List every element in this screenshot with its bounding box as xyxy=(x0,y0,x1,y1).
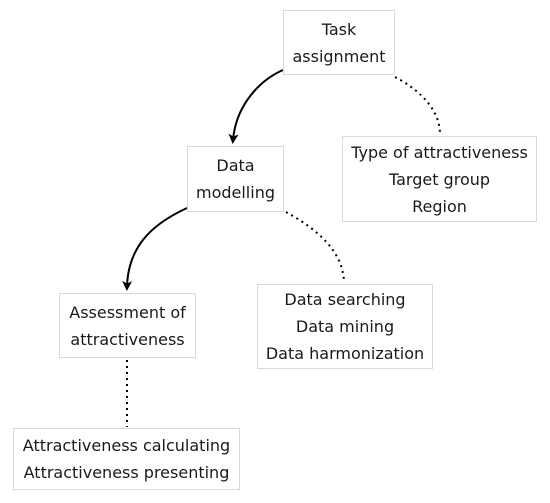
node-line: attractiveness xyxy=(70,329,185,349)
node-line: Target group xyxy=(388,169,491,189)
node-task-details: Type of attractiveness Target group Regi… xyxy=(342,136,537,222)
node-assessment-details: Attractiveness calculating Attractivenes… xyxy=(13,428,240,490)
node-line: Data mining xyxy=(295,317,395,336)
node-task-assignment: Task assignment xyxy=(283,10,395,75)
node-data-details: Data searching Data mining Data harmoniz… xyxy=(257,284,433,369)
node-line: Assessment of xyxy=(69,302,186,322)
node-line: Data xyxy=(216,156,255,175)
node-data-modelling: Data modelling xyxy=(187,146,284,212)
edge-model-to-assess xyxy=(122,207,188,291)
node-line: Type of attractiveness xyxy=(351,142,528,162)
node-line: Region xyxy=(412,196,467,216)
node-line: assignment xyxy=(292,46,386,66)
node-assessment-of-attractiveness: Assessment of attractiveness xyxy=(59,293,196,358)
node-line: Task xyxy=(321,19,357,39)
node-line: Data harmonization xyxy=(265,344,425,363)
node-line: Data searching xyxy=(284,290,406,309)
node-line: Attractiveness presenting xyxy=(23,463,230,482)
edge-task-to-model xyxy=(228,69,284,144)
node-line: modelling xyxy=(195,183,275,202)
edge-model-to-search xyxy=(285,211,345,283)
node-line: Attractiveness calculating xyxy=(22,436,231,455)
edge-task-to-type xyxy=(394,76,441,135)
